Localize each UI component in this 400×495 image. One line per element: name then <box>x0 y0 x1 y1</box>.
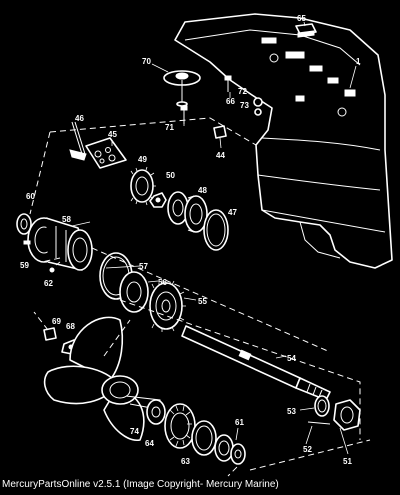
callout-66: 66 <box>226 97 235 106</box>
alignment-lines <box>29 117 371 477</box>
part-63-ring <box>191 420 217 456</box>
part-65-block <box>295 23 317 38</box>
callout-65: 65 <box>297 14 306 23</box>
propeller <box>43 316 163 441</box>
image-caption: MercuryPartsOnline v2.5.1 (Image Copyrig… <box>2 479 279 490</box>
part-61-washer <box>214 434 246 465</box>
part-58-bearing-carrier <box>27 217 93 271</box>
callout-58: 58 <box>62 215 71 224</box>
callout-51: 51 <box>343 457 352 466</box>
callout-68: 68 <box>66 322 75 331</box>
callout-44: 44 <box>216 151 225 160</box>
part-70-disc <box>163 70 201 107</box>
callout-57: 57 <box>139 262 148 271</box>
part-50-nut <box>149 192 167 208</box>
callout-74: 74 <box>130 427 139 436</box>
callout-48: 48 <box>198 186 207 195</box>
part-49-pinion-gear <box>130 166 156 206</box>
callout-72: 72 <box>238 87 247 96</box>
part-51-nut <box>307 399 361 431</box>
part-74-washer <box>146 399 166 425</box>
part-48-bearing <box>167 191 208 233</box>
part-54-propeller-shaft <box>181 325 331 401</box>
callout-54: 54 <box>287 354 296 363</box>
part-53-ring <box>314 395 330 417</box>
part-46-screw <box>69 121 87 161</box>
callout-63: 63 <box>181 457 190 466</box>
callout-69: 69 <box>52 317 61 326</box>
part-47-ring <box>203 209 229 251</box>
callout-64: 64 <box>145 439 154 448</box>
callout-61: 61 <box>235 418 244 427</box>
callout-52: 52 <box>303 445 312 454</box>
callout-45: 45 <box>108 130 117 139</box>
callout-59: 59 <box>20 261 29 270</box>
callout-49: 49 <box>138 155 147 164</box>
part-56-washer <box>119 271 149 313</box>
leader-lines <box>55 21 357 455</box>
part-45-kit <box>85 137 127 169</box>
callout-71: 71 <box>165 123 174 132</box>
part-55-gear <box>149 280 186 332</box>
callout-50: 50 <box>166 171 175 180</box>
callout-56: 56 <box>158 278 167 287</box>
part-59-pin <box>23 240 55 273</box>
callout-70: 70 <box>142 57 151 66</box>
callout-53: 53 <box>287 407 296 416</box>
fasteners <box>180 75 263 139</box>
callout-1: 1 <box>356 57 361 66</box>
callout-labels: 1 65 70 66 71 72 73 44 46 45 49 50 48 47… <box>20 14 361 466</box>
callout-47: 47 <box>228 208 237 217</box>
callout-62: 62 <box>44 279 53 288</box>
callout-73: 73 <box>240 101 249 110</box>
callout-55: 55 <box>198 297 207 306</box>
callout-46: 46 <box>75 114 84 123</box>
part-60-seal <box>16 213 32 235</box>
part-64-hub <box>164 403 196 449</box>
callout-60: 60 <box>26 192 35 201</box>
